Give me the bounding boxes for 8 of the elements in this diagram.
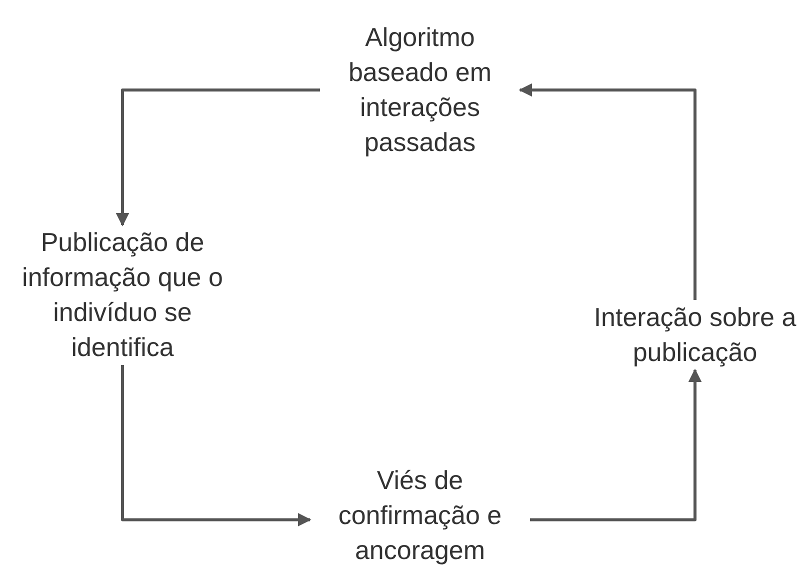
node-label: Interação sobre a publicação — [592, 301, 798, 369]
arrow — [121, 365, 312, 526]
node-label: Algoritmo baseado em interações passadas — [347, 21, 493, 159]
arrow — [518, 83, 696, 300]
arrow — [116, 88, 320, 226]
arrow — [530, 368, 702, 522]
node-label: Publicação de informação que o indivíduo se identifica — [21, 226, 224, 364]
node-label: Viés de confirmação e ancoragem — [337, 464, 503, 567]
